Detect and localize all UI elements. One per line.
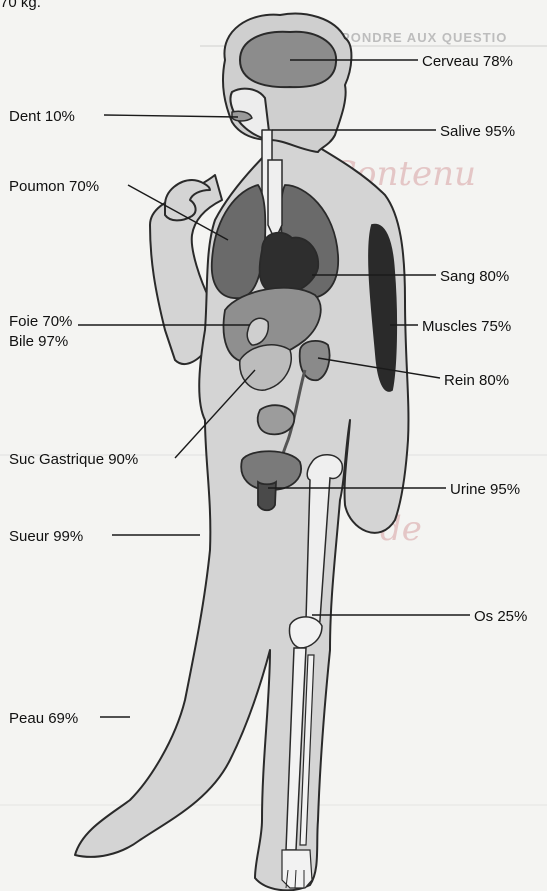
label-cerveau: Cerveau 78%	[422, 53, 513, 70]
urethra	[258, 482, 276, 510]
label-dent: Dent 10%	[9, 108, 75, 125]
body-silhouette	[75, 61, 408, 890]
label-salive: Salive 95%	[440, 123, 515, 140]
label-foie: Foie 70%	[9, 313, 72, 330]
trachea	[268, 160, 282, 240]
label-suc-gastrique: Suc Gastrique 90%	[9, 451, 138, 468]
label-rein: Rein 80%	[444, 372, 509, 389]
label-poumon: Poumon 70%	[9, 178, 99, 195]
label-urine: Urine 95%	[450, 481, 520, 498]
label-peau: Peau 69%	[9, 710, 78, 727]
leader-dent	[104, 115, 238, 117]
label-muscles: Muscles 75%	[422, 318, 511, 335]
label-bile: Bile 97%	[9, 333, 68, 350]
label-sueur: Sueur 99%	[9, 528, 83, 545]
intestine	[258, 405, 295, 434]
label-os: Os 25%	[474, 608, 527, 625]
label-sang: Sang 80%	[440, 268, 509, 285]
